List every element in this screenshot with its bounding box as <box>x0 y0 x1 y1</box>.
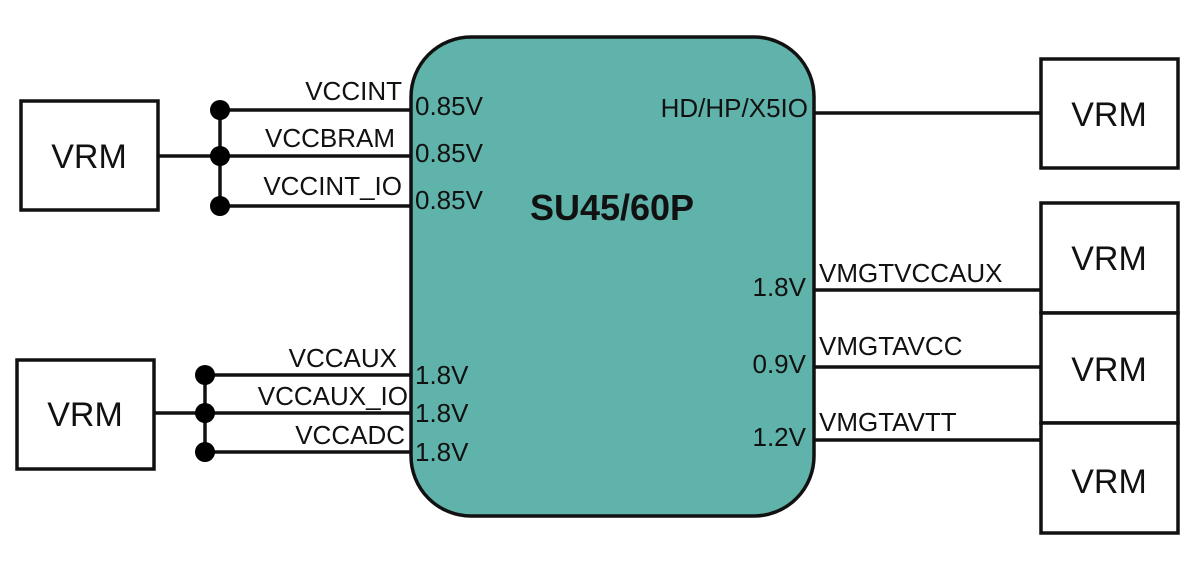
voltage-vccaux: 1.8V <box>415 360 469 390</box>
voltage-vmgtavtt: 1.2V <box>753 422 807 452</box>
chip-body <box>409 35 816 518</box>
voltage-vmgtavcc: 0.9V <box>753 349 807 379</box>
vrm-box-right-top <box>1039 57 1180 170</box>
rail-label-vccaux: VCCAUX <box>289 343 397 373</box>
junction-dot <box>195 442 215 462</box>
pin-label-io: HD/HP/X5IO <box>661 93 808 123</box>
vrm-box-right-3 <box>1039 421 1180 535</box>
junction-dot <box>210 196 230 216</box>
rail-label-vmgtvccaux: VMGTVCCAUX <box>819 258 1002 288</box>
vrm-box-right-2 <box>1039 311 1180 425</box>
rail-label-vccbram: VCCBRAM <box>265 123 395 153</box>
voltage-vccaux-io: 1.8V <box>415 398 469 428</box>
vrm-box-left-top <box>19 99 160 212</box>
vrm-label-left-top: VRM <box>51 138 127 176</box>
rail-label-vccaux-io: VCCAUX_IO <box>258 381 408 411</box>
rail-label-vccint: VCCINT <box>305 76 402 106</box>
voltage-vmgtvccaux: 1.8V <box>753 272 807 302</box>
vrm-label-left-bottom: VRM <box>47 396 123 434</box>
rail-label-vmgtavtt: VMGTAVTT <box>819 407 957 437</box>
vrm-label-right-top: VRM <box>1071 96 1147 134</box>
chip-name: SU45/60P <box>530 187 694 228</box>
junction-dot <box>210 100 230 120</box>
vrm-label-right-3: VRM <box>1071 463 1147 501</box>
voltage-vccadc: 1.8V <box>415 437 469 467</box>
junction-dot <box>210 146 230 166</box>
rail-label-vccadc: VCCADC <box>295 420 405 450</box>
voltage-vccint: 0.85V <box>415 91 484 121</box>
junction-dot <box>195 403 215 423</box>
rail-label-vmgtavcc: VMGTAVCC <box>819 331 962 361</box>
vrm-box-left-bottom <box>15 358 156 471</box>
voltage-vccint-io: 0.85V <box>415 185 484 215</box>
rail-label-vccint-io: VCCINT_IO <box>263 171 402 201</box>
vrm-label-right-1: VRM <box>1071 240 1147 278</box>
vrm-label-right-2: VRM <box>1071 351 1147 389</box>
junction-dot <box>195 365 215 385</box>
vrm-box-right-1 <box>1039 201 1180 315</box>
voltage-vccbram: 0.85V <box>415 138 484 168</box>
